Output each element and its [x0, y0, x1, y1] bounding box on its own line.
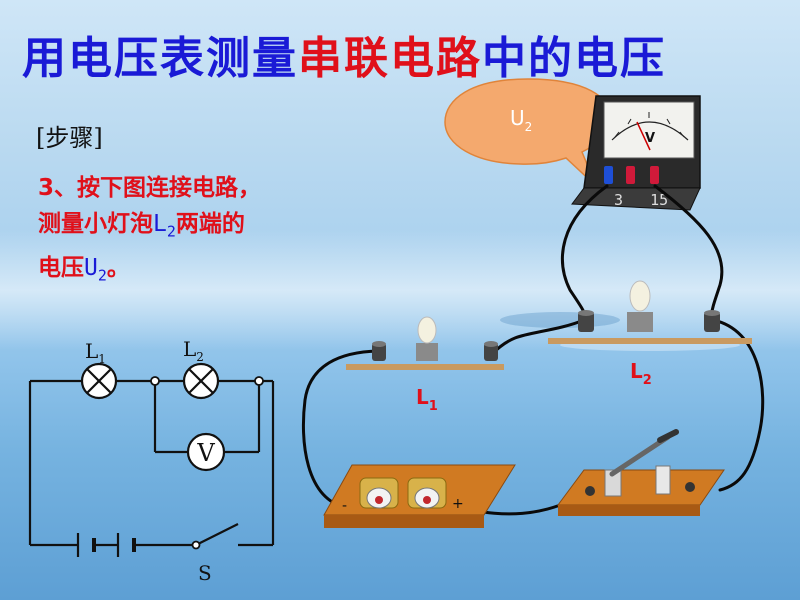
- step-line-2: 测量小灯泡L2两端的: [38, 206, 338, 250]
- lamp-symbol: L: [153, 211, 167, 237]
- battery-symbol: [76, 533, 136, 557]
- label-L2: L2: [183, 337, 204, 364]
- voltage-subscript: 2: [97, 266, 107, 285]
- lamp-subscript: 2: [166, 222, 176, 241]
- voltmeter-device: V 3 15: [571, 95, 701, 211]
- lamp-L1-board: L1: [346, 316, 504, 414]
- step-line-3-U: U2: [84, 254, 107, 285]
- lamp-L2-label: L2: [630, 359, 652, 388]
- step-header: [步骤]: [36, 124, 103, 152]
- voltmeter-symbol: V: [186, 432, 226, 472]
- title-part-3: 中的电压: [482, 33, 666, 84]
- svg-text:V: V: [645, 131, 655, 146]
- step-line-1: 3、按下图连接电路，: [38, 175, 262, 201]
- step-line-2-L: L2: [153, 211, 176, 241]
- junction-nodes: [150, 376, 264, 386]
- lamp-L1-label: L1: [416, 385, 438, 414]
- label-L1: L1: [85, 339, 106, 366]
- voltmeter-terminal-labels: 3 15: [614, 191, 668, 209]
- lamp-L2-board: L2: [548, 280, 752, 388]
- lamp-L2-symbol: [182, 362, 220, 400]
- step-line-2-pre: 测量小灯泡: [38, 211, 153, 237]
- battery-box: - +: [323, 464, 516, 528]
- circuit-schematic: [28, 379, 275, 547]
- step-line-3-pre: 电压: [38, 254, 84, 281]
- background-haze: [0, 230, 800, 350]
- step-instructions: 3、按下图连接电路， 测量小灯泡L2两端的 电压U2。: [38, 170, 338, 293]
- callout-label: U2: [510, 106, 532, 134]
- step-line-3: 电压U2。: [38, 250, 338, 294]
- battery-minus: -: [342, 498, 347, 514]
- page-title: 用电压表测量串联电路中的电压: [22, 22, 666, 86]
- switch-symbol: [191, 523, 239, 550]
- voltmeter-symbol-label: V: [196, 439, 215, 467]
- step-line-3-post: 。: [106, 254, 130, 281]
- step-line-2-post: 两端的: [175, 211, 245, 237]
- battery-plus: +: [452, 496, 464, 512]
- knife-switch: [557, 429, 725, 516]
- schematic-labels: L1 L2 S: [85, 337, 212, 585]
- title-part-1: 用电压表测量: [22, 33, 298, 84]
- voltage-symbol: U: [84, 254, 98, 281]
- label-S: S: [198, 561, 212, 585]
- title-part-2: 串联电路: [298, 33, 482, 84]
- callout-bubble: U2: [444, 78, 613, 187]
- lamp-L1-symbol: [80, 362, 118, 400]
